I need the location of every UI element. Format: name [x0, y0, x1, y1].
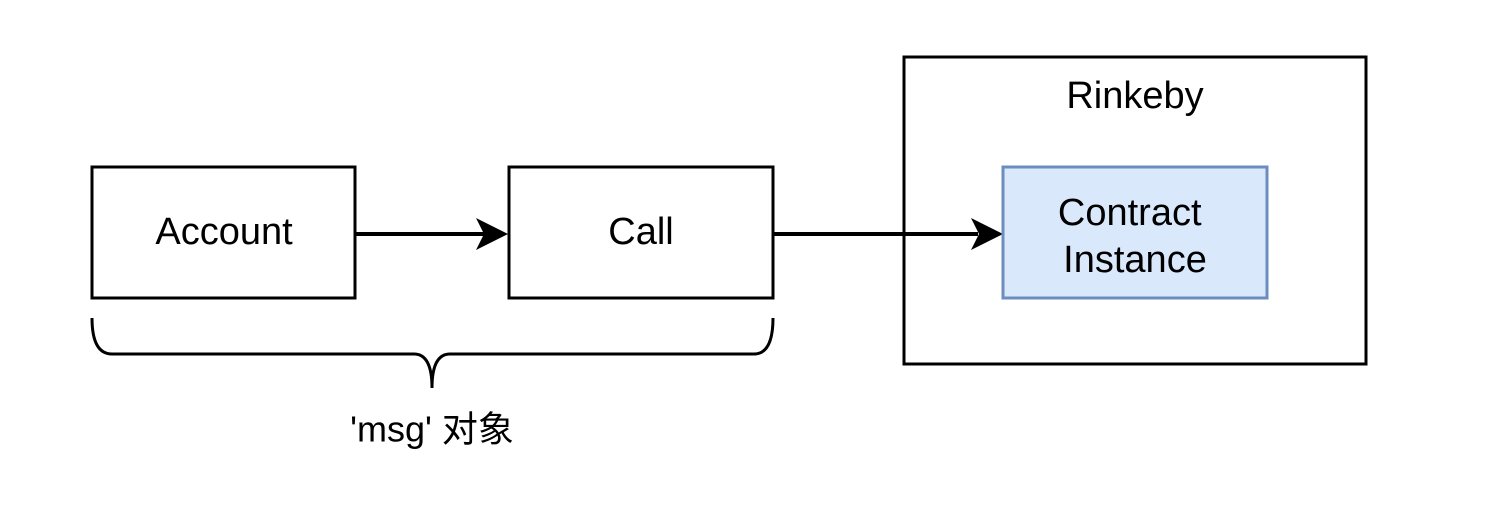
- arrow-account-to-call: [355, 218, 508, 250]
- msg-brace-label: 'msg' 对象: [350, 409, 514, 450]
- account-node: Account: [90, 165, 357, 300]
- contract-instance-label: Contract Instance: [1058, 192, 1212, 281]
- curly-brace-icon: [90, 317, 775, 389]
- account-box: [90, 165, 357, 300]
- contract-label-line1: Contract: [1058, 192, 1202, 234]
- arrowhead-icon: [971, 218, 1003, 250]
- account-label: Account: [155, 211, 293, 253]
- arrow-call-to-contract: [773, 218, 1003, 250]
- contract-instance-box: [1001, 165, 1269, 300]
- call-box: [507, 165, 775, 300]
- rinkeby-label: Rinkeby: [1066, 75, 1203, 117]
- msg-brace: 'msg' 对象: [90, 317, 775, 450]
- call-node: Call: [507, 165, 775, 300]
- call-label: Call: [608, 211, 673, 253]
- arrowhead-icon: [476, 218, 508, 250]
- contract-label-line2: Instance: [1063, 239, 1207, 281]
- contract-instance-node: Contract Instance: [1001, 165, 1269, 300]
